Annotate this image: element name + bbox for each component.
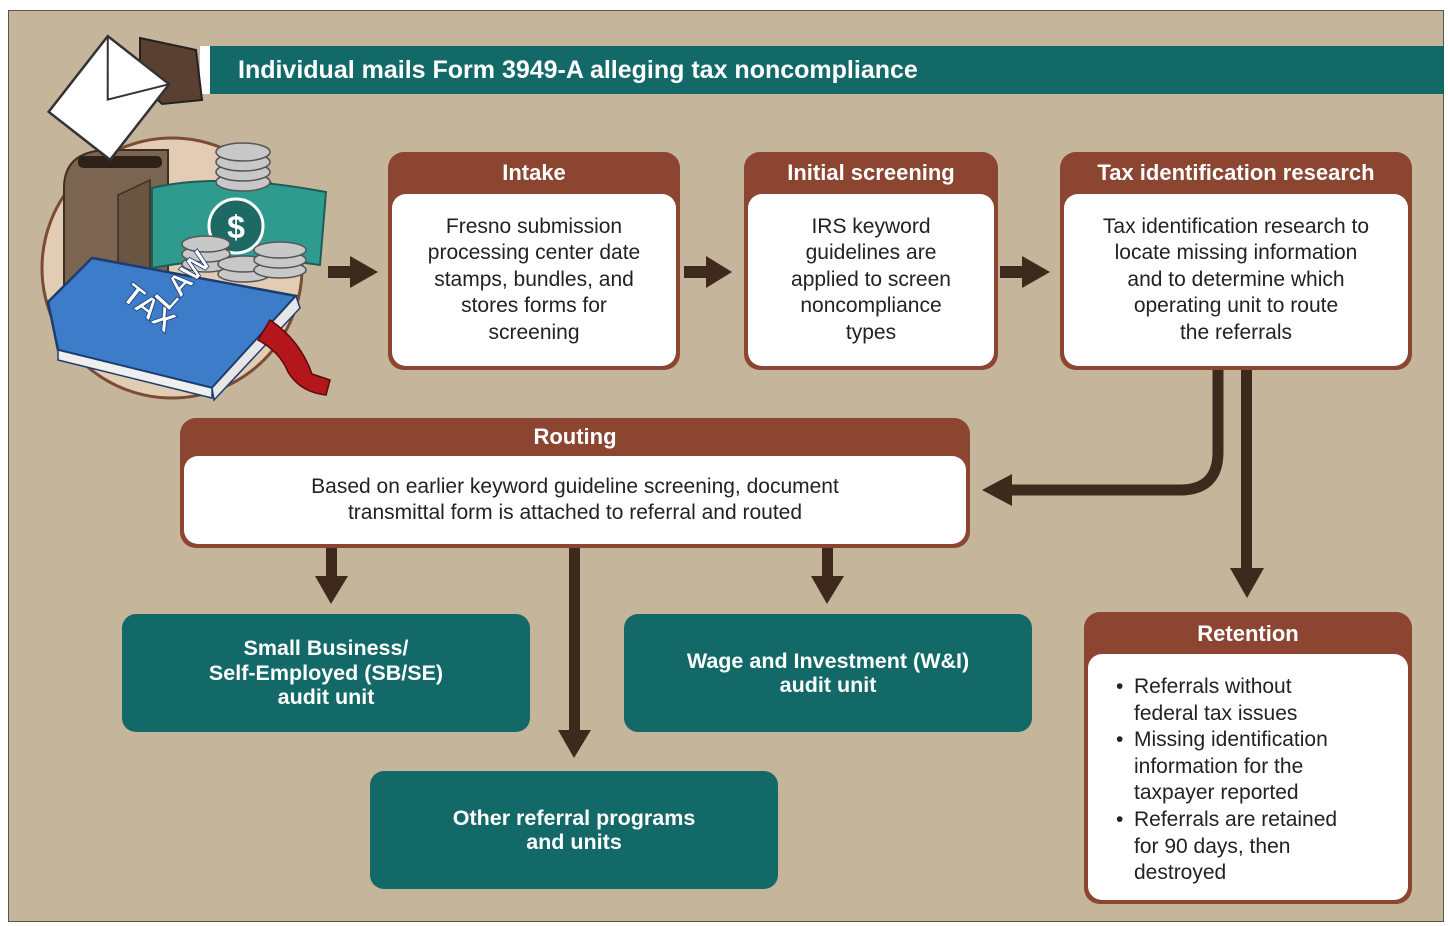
step-screening-title: Initial screening (787, 160, 955, 185)
mailing-illustration: $ TAX LAW (40, 34, 331, 402)
retention-item: Missing identification information for t… (1116, 727, 1398, 807)
retention-item: Referrals are retained for 90 days, then… (1116, 807, 1398, 887)
diagram-title: Individual mails Form 3949-A alleging ta… (238, 56, 918, 84)
step-research-title: Tax identification research (1097, 160, 1375, 185)
retention-item: Referrals without federal tax issues (1116, 674, 1398, 727)
step-tax-id-research: Tax identification research Tax identifi… (1060, 152, 1412, 370)
arrow-to-screening (684, 266, 708, 278)
mailbox-slot-icon (78, 156, 162, 168)
arrow-to-intake (328, 266, 352, 278)
arrow-routing-to-wi (822, 548, 833, 578)
envelope-icon (46, 34, 171, 162)
unit-other-referral: Other referral programs and units (370, 771, 778, 889)
dollar-sign-icon: $ (227, 209, 245, 245)
arrow-to-research (1000, 266, 1024, 278)
bookmark-ribbon-icon (256, 318, 331, 396)
retention-list: Referrals without federal tax issues Mis… (1088, 654, 1408, 900)
coin-stack-icon (181, 142, 307, 283)
step-intake-title: Intake (502, 160, 566, 185)
unit-sbse: Small Business/ Self-Employed (SB/SE) au… (122, 614, 530, 732)
step-routing-text: Based on earlier keyword guideline scree… (184, 456, 966, 544)
step-routing: Routing Based on earlier keyword guideli… (180, 418, 970, 548)
step-routing-title: Routing (533, 424, 617, 449)
title-banner-cap (200, 46, 210, 94)
arrow-research-to-retention (1241, 370, 1252, 572)
step-intake: Intake Fresno submission processing cent… (388, 152, 680, 370)
step-retention: Retention Referrals without federal tax … (1084, 612, 1412, 904)
step-screening-text: IRS keyword guidelines are applied to sc… (748, 194, 994, 366)
tax-law-book-icon: TAX LAW (46, 244, 331, 402)
arrow-routing-to-other (569, 548, 580, 732)
step-retention-title: Retention (1197, 621, 1299, 646)
unit-wi: Wage and Investment (W&I) audit unit (624, 614, 1032, 732)
title-banner (200, 46, 1444, 94)
step-research-text: Tax identification research to locate mi… (1064, 194, 1408, 366)
step-intake-text: Fresno submission processing center date… (392, 194, 676, 366)
arrow-routing-to-sbse (326, 548, 337, 578)
step-initial-screening: Initial screening IRS keyword guidelines… (744, 152, 998, 370)
arrow-research-to-routing (1008, 370, 1224, 496)
